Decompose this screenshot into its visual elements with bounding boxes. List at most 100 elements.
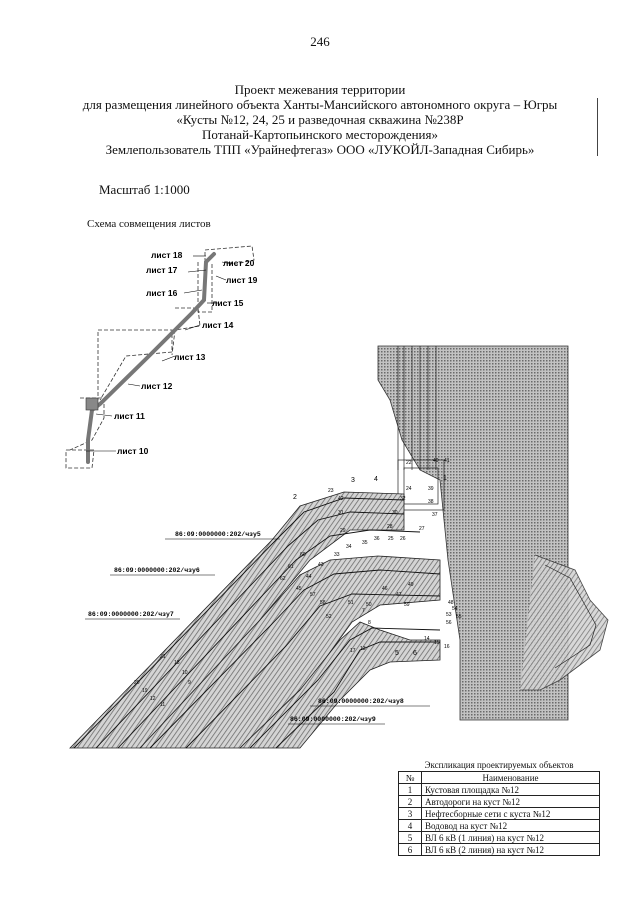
legend-name: Нефтесборные сети с куста №12 [421, 807, 600, 820]
legend-row: 6 ВЛ 6 кВ (2 линия) на куст №12 [398, 843, 600, 856]
point-label: 45 [296, 586, 302, 592]
sheet-label: лист 18 [151, 250, 183, 260]
parcel-label: 86:09:0000000:202/чзу7 [88, 611, 174, 618]
parcel-label: 86:09:0000000:202/чзу5 [175, 531, 261, 538]
point-label: 27 [419, 526, 425, 532]
map-scale: Масштаб 1:1000 [99, 182, 190, 197]
object-number: 3 [351, 477, 355, 484]
point-label: 46 [382, 586, 388, 592]
legend-name: Водовод на куст №12 [421, 819, 600, 832]
sheet-label: лист 17 [146, 265, 178, 275]
point-label: 40 [433, 458, 439, 464]
object-number: 1 [443, 475, 447, 482]
legend-name: ВЛ 6 кВ (1 линия) на куст №12 [421, 831, 600, 844]
point-label: 60 [300, 552, 306, 558]
legend-header-name: Наименование [421, 771, 600, 784]
margin-bar [597, 98, 598, 156]
legend-title: Экспликация проектируемых объектов [424, 760, 574, 770]
point-label: 39 [428, 486, 434, 492]
legend-number: 4 [398, 819, 422, 832]
legend-row: 1 Кустовая площадка №12 [398, 783, 600, 796]
point-label: 29 [340, 528, 346, 534]
point-label: 59 [404, 602, 410, 608]
point-label: 47 [396, 592, 402, 598]
legend-name: Кустовая площадка №12 [421, 783, 600, 796]
page-number: 246 [310, 34, 330, 49]
point-label: 37 [432, 512, 438, 518]
point-label: 52 [326, 614, 332, 620]
point-label: 53 [446, 612, 452, 618]
point-label: 13 [360, 646, 366, 652]
point-label: 62 [280, 576, 286, 582]
point-label: 49 [408, 582, 414, 588]
parcel-label: 86:09:0000000:202/чзу6 [114, 567, 200, 574]
legend-table: № Наименование 1 Кустовая площадка №12 2… [398, 771, 600, 856]
legend-number: 6 [398, 843, 422, 856]
point-label: 42 [338, 496, 344, 502]
point-label: 19 [142, 688, 148, 694]
legend-row: 4 Водовод на куст №12 [398, 819, 600, 832]
sheet-label: лист 15 [212, 298, 244, 308]
legend-row: 2 Автодороги на куст №12 [398, 795, 600, 808]
point-label: 51 [348, 600, 354, 606]
title-line: Землепользователь ТПП «Урайнефтегаз» ООО… [105, 142, 535, 157]
point-label: 41 [444, 458, 450, 464]
point-label: 30 [392, 510, 398, 516]
legend-number: 5 [398, 831, 422, 844]
sheet-label: лист 12 [141, 381, 173, 391]
sheet-label: лист 14 [202, 320, 234, 330]
point-label: 44 [306, 574, 312, 580]
point-label: 56 [446, 620, 452, 626]
sheet-scheme: лист 18 лист 17 лист 20 лист 19 лист 16 … [65, 245, 258, 469]
point-label: 9 [188, 680, 191, 686]
sheet-scheme-title: Схема совмещения листов [87, 218, 211, 230]
point-label: 31 [338, 510, 344, 516]
title-line: Проект межевания территории [234, 82, 406, 97]
point-label: 26 [400, 536, 406, 542]
point-label: 36 [374, 536, 380, 542]
point-label: 50 [366, 602, 372, 608]
object-number: 5 [395, 650, 399, 657]
title-line: Потанай-Картопьинского месторождения» [202, 127, 438, 142]
legend-row: 3 Нефтесборные сети с куста №12 [398, 807, 600, 820]
point-label: 58 [320, 600, 326, 606]
point-label: 35 [362, 540, 368, 546]
point-label: 43 [318, 562, 324, 568]
point-labels: 22 23 24 40 41 42 32 31 30 29 28 27 26 2… [134, 458, 462, 708]
point-label: 20 [134, 680, 140, 686]
parcel-label: 86:09:0000000:202/чзу9 [290, 716, 376, 723]
legend-name: Автодороги на куст №12 [421, 795, 600, 808]
point-label: 22 [406, 460, 412, 466]
point-label: 24 [406, 486, 412, 492]
object-number: 2 [293, 494, 297, 501]
legend-row: 5 ВЛ 6 кВ (1 линия) на куст №12 [398, 831, 600, 844]
legend-header-row: № Наименование [398, 771, 600, 784]
sheet-label: лист 16 [146, 288, 178, 298]
point-label: 17 [350, 648, 356, 654]
object-number: 4 [374, 476, 378, 483]
point-label: 55 [456, 614, 462, 620]
legend: Экспликация проектируемых объектов № Наи… [398, 760, 600, 856]
object-number: 6 [413, 650, 417, 657]
title-line: для размещения линейного объекта Ханты-М… [82, 97, 558, 112]
point-label: 33 [334, 552, 340, 558]
point-label: 23 [328, 488, 334, 494]
point-label: 38 [428, 499, 434, 505]
point-label: 25 [388, 536, 394, 542]
point-label: 61 [288, 564, 294, 570]
point-label: 11 [160, 702, 165, 708]
point-label: 21 [160, 654, 166, 660]
point-label: 16 [444, 644, 450, 650]
point-label: 18 [174, 660, 180, 666]
legend-number: 1 [398, 783, 422, 796]
main-map: 86:09:0000000:202/чзу5 86:09:0000000:202… [69, 345, 609, 749]
point-label: 15 [434, 640, 440, 646]
legend-header-number: № [398, 771, 422, 784]
project-title: Проект межевания территории для размещен… [30, 82, 610, 157]
sheet-label: лист 20 [223, 258, 255, 268]
point-label: 54 [452, 606, 458, 612]
point-label: 57 [310, 592, 316, 598]
sheet-label: лист 13 [174, 352, 206, 362]
sheet-label: лист 19 [226, 275, 258, 285]
